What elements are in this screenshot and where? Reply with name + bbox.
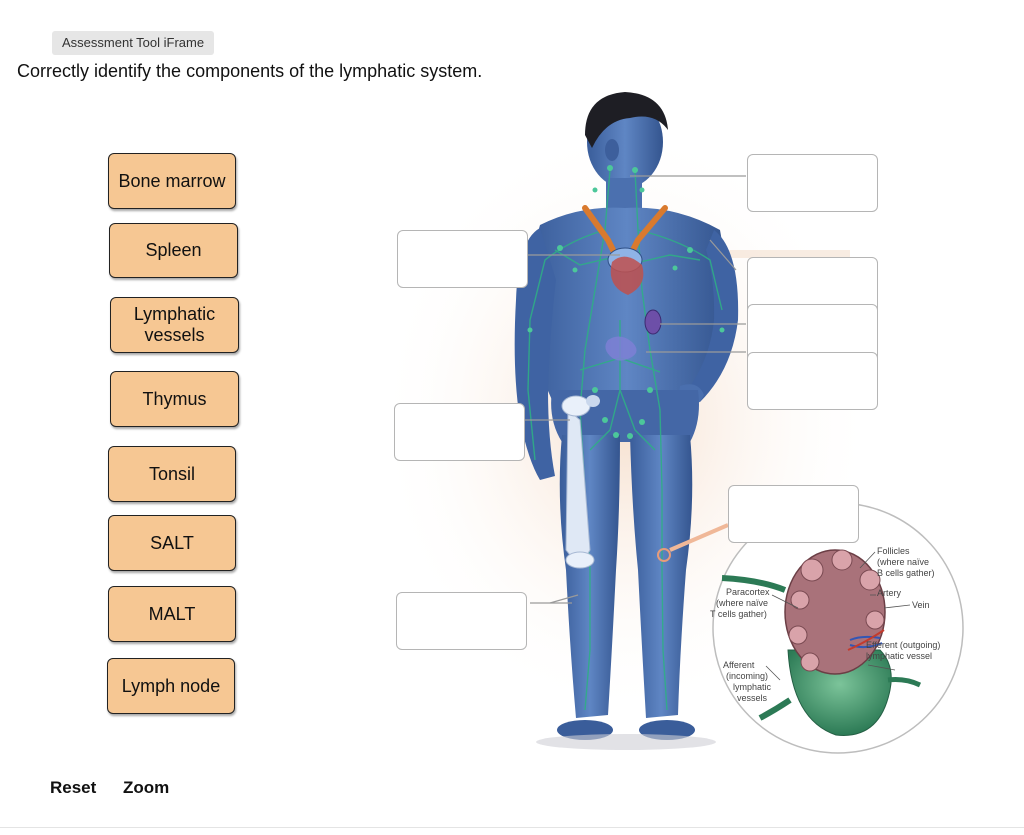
footer-divider [0, 827, 1024, 828]
follicles [788, 549, 885, 672]
svg-text:(where naïve: (where naïve [716, 598, 768, 608]
svg-text:vessels: vessels [737, 693, 768, 703]
svg-text:Follicles: Follicles [877, 546, 910, 556]
question-text: Correctly identify the components of the… [17, 61, 483, 81]
drop-target-2[interactable] [397, 230, 528, 288]
lymph-node-inset: Follicles (where naïve B cells gather) A… [710, 502, 964, 754]
intestines-malt [605, 336, 637, 361]
inset-annotation-lines [765, 551, 911, 681]
vein-label: Vein [912, 600, 930, 610]
lymph-node-dots [527, 165, 725, 439]
ear [605, 139, 619, 161]
afferent-vessel-bottom [758, 697, 792, 721]
afferent-vessel-left [721, 575, 787, 593]
efferent-label: Efferent (outgoing) lymphatic vessel [866, 640, 940, 661]
drop-target-6[interactable] [394, 403, 525, 461]
label-lymphatic-vessels[interactable]: Lymphatic vessels [110, 297, 239, 353]
femur-bone [561, 395, 600, 569]
label-lymph-node[interactable]: Lymph node [107, 658, 235, 714]
drop-target-1[interactable] [747, 154, 878, 212]
background-band [710, 250, 850, 258]
popliteal-node [657, 548, 671, 562]
efferent-vessel [887, 677, 922, 688]
node-vessels [849, 635, 883, 649]
afferent-label: Afferent (incoming) lymphatic vessels [723, 660, 772, 703]
right-arm [514, 228, 556, 480]
label-thymus[interactable]: Thymus [110, 371, 239, 427]
svg-text:Afferent: Afferent [723, 660, 755, 670]
zoom-button[interactable]: Zoom [123, 778, 170, 797]
drop-target-8[interactable] [396, 592, 527, 650]
label-spleen[interactable]: Spleen [109, 223, 238, 278]
svg-text:lymphatic vessel: lymphatic vessel [866, 651, 932, 661]
left-leg [630, 435, 693, 718]
spleen-organ [644, 309, 662, 335]
torso [528, 207, 725, 400]
drop-target-5[interactable] [747, 352, 878, 410]
assessment-tool-chip: Assessment Tool iFrame [52, 31, 215, 55]
lymph-node-capsule-green [787, 649, 892, 736]
svg-text:B cells gather): B cells gather) [877, 568, 935, 578]
left-arm [686, 230, 739, 402]
svg-text:(where naïve: (where naïve [877, 557, 929, 567]
svg-text:lymphatic: lymphatic [733, 682, 772, 692]
paracortex-label: Paracortex (where naïve T cells gather) [710, 587, 770, 619]
svg-text:Paracortex: Paracortex [726, 587, 770, 597]
label-salt[interactable]: SALT [108, 515, 236, 571]
node-artery [847, 629, 885, 651]
heart [610, 256, 644, 295]
floor-shadow [536, 734, 716, 750]
follicles-label: Follicles (where naïve B cells gather) [877, 546, 935, 578]
svg-text:(incoming): (incoming) [726, 671, 768, 681]
svg-text:T cells gather): T cells gather) [710, 609, 767, 619]
artery-label: Artery [877, 588, 902, 598]
svg-text:Efferent (outgoing): Efferent (outgoing) [866, 640, 940, 650]
hair [585, 92, 668, 148]
label-bone-marrow[interactable]: Bone marrow [108, 153, 236, 209]
label-tonsil[interactable]: Tonsil [108, 446, 236, 502]
label-malt[interactable]: MALT [108, 586, 236, 642]
leader-lines [524, 175, 746, 604]
reset-button[interactable]: Reset [50, 778, 97, 797]
drop-target-7[interactable] [728, 485, 859, 543]
inset-connector [669, 523, 729, 552]
